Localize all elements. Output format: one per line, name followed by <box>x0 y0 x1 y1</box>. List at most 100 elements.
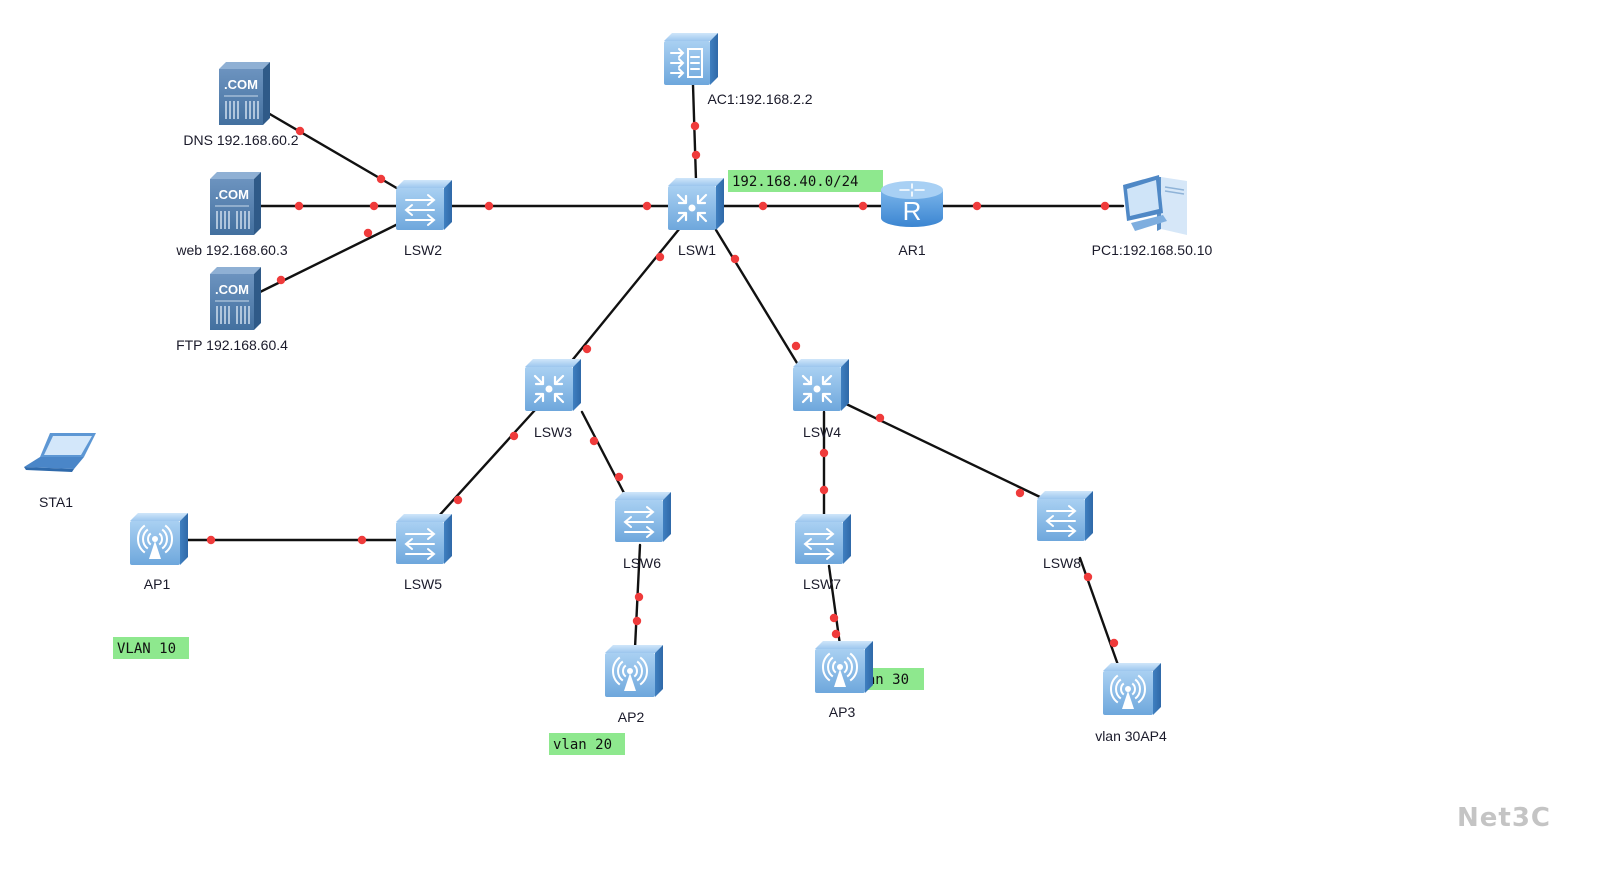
port-dot-ac1-lsw1-1[interactable] <box>690 121 700 131</box>
port-dot-lsw1-lsw4-1[interactable] <box>730 254 740 264</box>
port-dot-ftp-lsw2-1[interactable] <box>276 275 286 285</box>
port-dot-lsw7-ap3-2[interactable] <box>831 629 841 639</box>
port-dot-web-lsw2-1[interactable] <box>294 201 304 211</box>
port-dot-lsw1-lsw3-1[interactable] <box>655 252 665 262</box>
devices-layer: .COM .COM .COM R <box>24 33 1187 715</box>
svg-text:.COM: .COM <box>215 187 249 202</box>
access-point-icon <box>130 513 188 565</box>
device-lsw1[interactable] <box>668 178 724 230</box>
device-label-lsw4: LSW4 <box>803 424 841 440</box>
device-label-ac1: AC1:192.168.2.2 <box>707 91 812 107</box>
port-dot-dns-lsw2-2[interactable] <box>376 174 386 184</box>
device-sta1[interactable] <box>24 433 96 472</box>
link-lsw1-lsw4[interactable] <box>714 228 799 365</box>
annotation-vlan-10[interactable]: VLAN 10 <box>113 637 189 659</box>
laptop-icon <box>24 433 96 472</box>
access-point-icon <box>605 645 663 697</box>
device-web[interactable]: .COM <box>210 172 261 235</box>
link-lsw3-lsw5[interactable] <box>435 408 537 520</box>
l3-switch-icon <box>525 359 581 411</box>
device-ar1[interactable]: R <box>881 181 943 227</box>
annotation-background <box>113 637 189 659</box>
port-dot-lsw1-lsw3-2[interactable] <box>582 344 592 354</box>
links-layer <box>186 83 1125 667</box>
port-dot-ar1-pc1-1[interactable] <box>972 201 982 211</box>
l2-switch-icon <box>1037 491 1093 541</box>
access-point-icon <box>1103 663 1161 715</box>
port-dot-lsw1-lsw4-2[interactable] <box>791 341 801 351</box>
port-dot-lsw8-ap4-2[interactable] <box>1109 638 1119 648</box>
svg-text:.COM: .COM <box>224 77 258 92</box>
device-label-ftp: FTP 192.168.60.4 <box>176 337 288 353</box>
port-dot-lsw4-lsw7-1[interactable] <box>819 448 829 458</box>
annotation-background <box>728 170 883 192</box>
server-icon: .COM <box>210 267 261 330</box>
device-pc1[interactable] <box>1123 175 1187 235</box>
device-ap1[interactable] <box>130 513 188 565</box>
device-label-sta1: STA1 <box>39 494 73 510</box>
port-dot-ap1-lsw5-1[interactable] <box>206 535 216 545</box>
device-ap2[interactable] <box>605 645 663 697</box>
port-dot-lsw1-ar1-2[interactable] <box>858 201 868 211</box>
svg-text:.COM: .COM <box>215 282 249 297</box>
port-dot-lsw8-ap4-1[interactable] <box>1083 572 1093 582</box>
device-label-ap4: vlan 30AP4 <box>1095 728 1167 744</box>
l2-switch-icon <box>615 492 671 542</box>
link-lsw4-lsw8[interactable] <box>840 400 1042 499</box>
port-dot-lsw3-lsw5-1[interactable] <box>509 431 519 441</box>
port-dot-lsw1-ar1-1[interactable] <box>758 201 768 211</box>
device-dns[interactable]: .COM <box>219 62 270 125</box>
device-ap4[interactable] <box>1103 663 1161 715</box>
link-lsw1-lsw3[interactable] <box>568 226 682 365</box>
device-lsw7[interactable] <box>795 514 851 564</box>
device-label-lsw2: LSW2 <box>404 242 442 258</box>
pc-icon <box>1123 175 1187 235</box>
port-dot-lsw2-lsw1-2[interactable] <box>642 201 652 211</box>
device-lsw3[interactable] <box>525 359 581 411</box>
device-label-ap2: AP2 <box>618 709 645 725</box>
router-icon: R <box>881 181 943 227</box>
port-dot-ftp-lsw2-2[interactable] <box>363 228 373 238</box>
device-lsw8[interactable] <box>1037 491 1093 541</box>
port-dot-dns-lsw2-1[interactable] <box>295 126 305 136</box>
device-lsw5[interactable] <box>396 514 452 564</box>
svg-text:R: R <box>903 196 922 226</box>
port-dot-lsw6-ap2-2[interactable] <box>632 616 642 626</box>
device-lsw2[interactable] <box>396 180 452 230</box>
annotation-subnet-40[interactable]: 192.168.40.0/24 <box>728 170 883 192</box>
l2-switch-icon <box>396 514 452 564</box>
port-dot-ac1-lsw1-2[interactable] <box>691 150 701 160</box>
port-dot-lsw3-lsw6-1[interactable] <box>589 436 599 446</box>
port-dot-lsw6-ap2-1[interactable] <box>634 592 644 602</box>
device-lsw4[interactable] <box>793 359 849 411</box>
device-ac1[interactable] <box>664 33 718 85</box>
annotation-vlan-20[interactable]: vlan 20 <box>549 733 625 755</box>
annotation-text: VLAN 10 <box>117 641 176 657</box>
annotation-text: 192.168.40.0/24 <box>732 174 858 190</box>
device-label-ar1: AR1 <box>898 242 925 258</box>
annotation-text: vlan 20 <box>553 737 612 753</box>
port-dot-lsw2-lsw1-1[interactable] <box>484 201 494 211</box>
port-dot-ap1-lsw5-2[interactable] <box>357 535 367 545</box>
port-dot-lsw3-lsw6-2[interactable] <box>614 472 624 482</box>
port-dot-lsw4-lsw8-2[interactable] <box>1015 488 1025 498</box>
device-label-lsw8: LSW8 <box>1043 555 1081 571</box>
device-label-lsw5: LSW5 <box>404 576 442 592</box>
port-dot-lsw3-lsw5-2[interactable] <box>453 495 463 505</box>
port-dot-lsw7-ap3-1[interactable] <box>829 613 839 623</box>
port-dot-ar1-pc1-2[interactable] <box>1100 201 1110 211</box>
port-dot-lsw4-lsw7-2[interactable] <box>819 485 829 495</box>
port-dot-lsw4-lsw8-1[interactable] <box>875 413 885 423</box>
l2-switch-icon <box>795 514 851 564</box>
device-label-ap1: AP1 <box>144 576 171 592</box>
link-ac1-lsw1[interactable] <box>691 83 698 182</box>
device-lsw6[interactable] <box>615 492 671 542</box>
watermark-logo: Net3C <box>1457 803 1551 833</box>
port-dot-web-lsw2-2[interactable] <box>369 201 379 211</box>
l2-switch-icon <box>396 180 452 230</box>
device-ap3[interactable] <box>815 641 873 693</box>
access-controller-icon <box>664 33 718 85</box>
device-ftp[interactable]: .COM <box>210 267 261 330</box>
